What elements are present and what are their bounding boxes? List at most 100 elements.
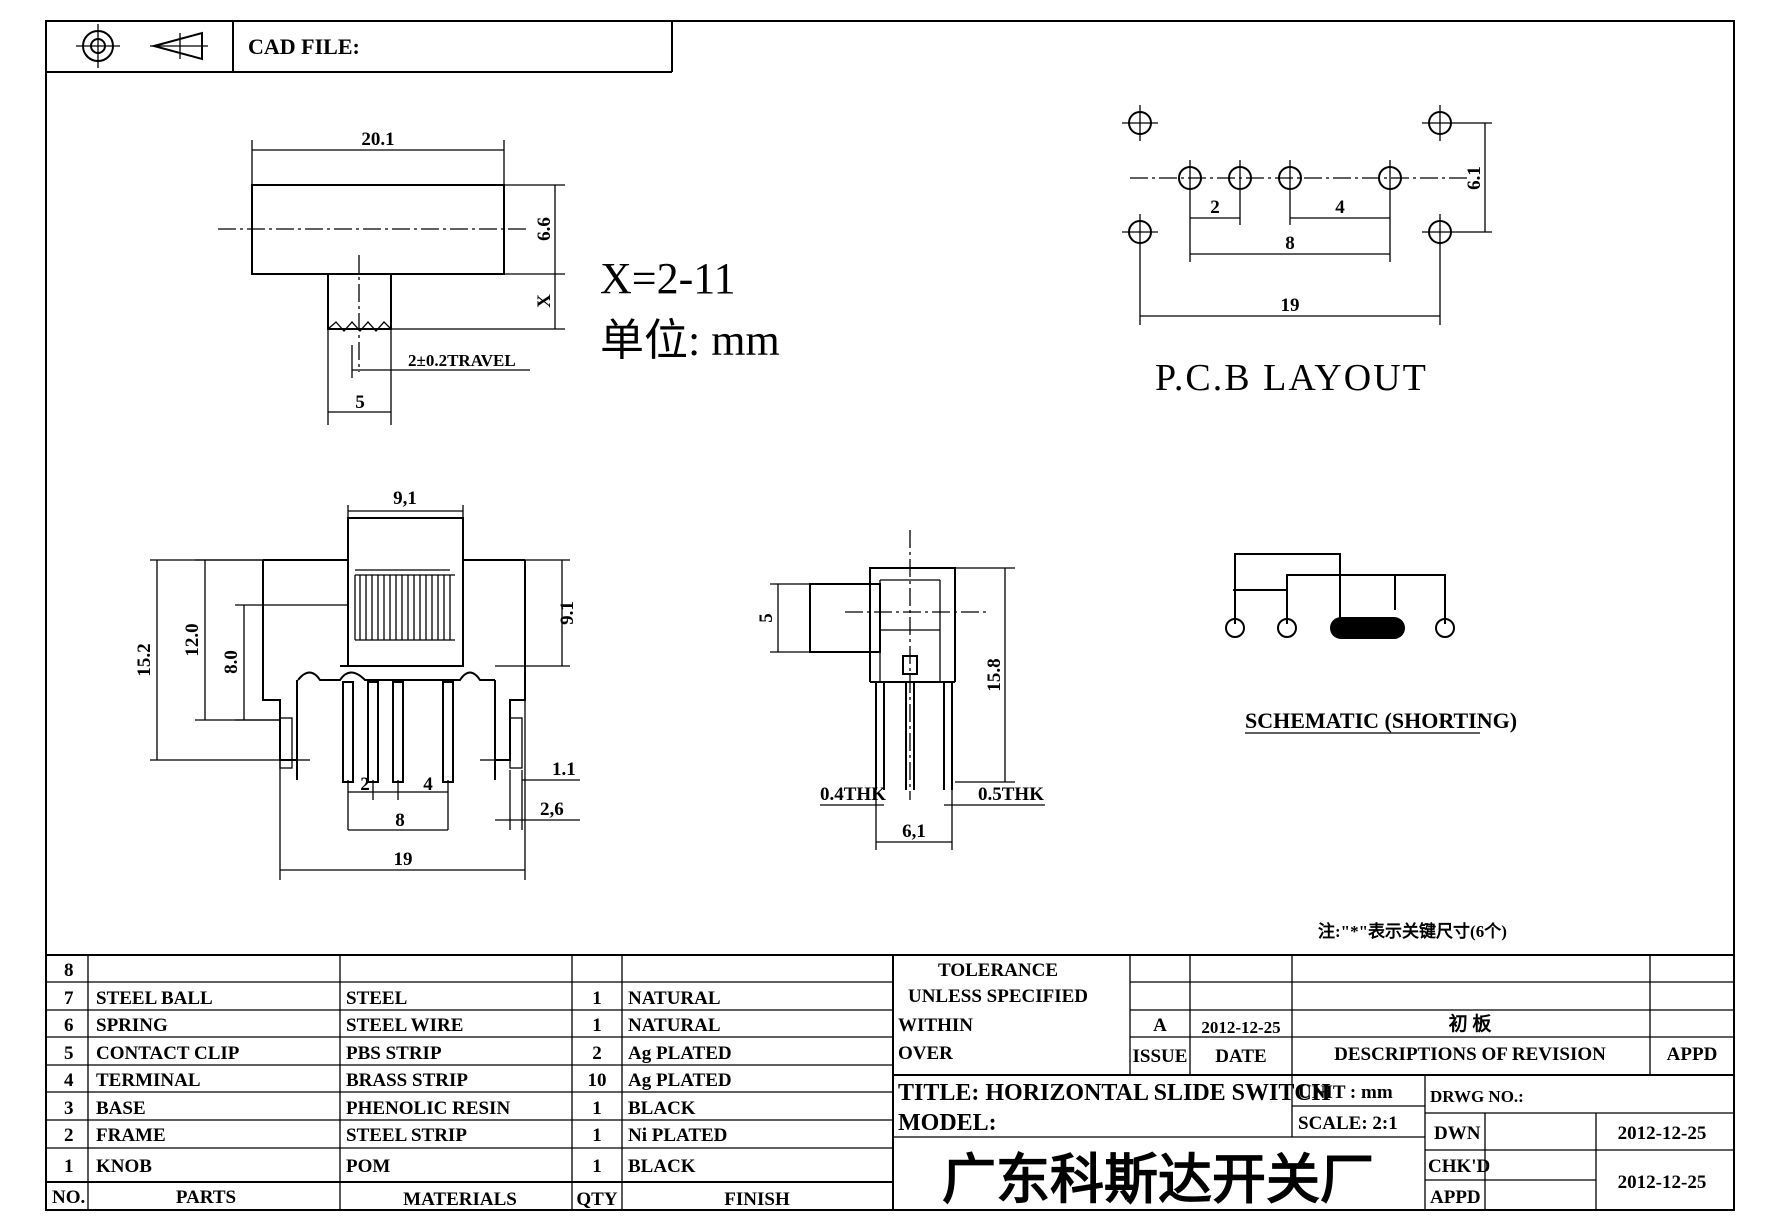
bom-header-qty: QTY xyxy=(576,1189,617,1210)
bom-part: CONTACT CLIP xyxy=(96,1043,240,1064)
bom-row-8: 8 xyxy=(64,960,74,981)
pcb-layout-title: P.C.B LAYOUT xyxy=(1155,357,1428,399)
end-width: 6,1 xyxy=(902,821,926,842)
key-dimension-note: 注:"*"表示关键尺寸(6个) xyxy=(1318,921,1507,941)
bom-qty: 2 xyxy=(592,1043,602,1064)
pcb-span-inner: 8 xyxy=(1285,233,1295,254)
bom-part: FRAME xyxy=(96,1125,166,1146)
model-label: MODEL: xyxy=(898,1110,997,1136)
bom-header-row: NO. PARTS MATERIALS QTY FINISH xyxy=(52,1187,790,1210)
bom-qty: 1 xyxy=(592,1125,602,1146)
bom-row-4: 4 TERMINAL BRASS STRIP 10 Ag PLATED xyxy=(64,1070,732,1091)
bom-no: 7 xyxy=(64,988,74,1009)
revision-date: 2012-12-25 xyxy=(1201,1018,1280,1037)
bom-row-7: 7 STEEL BALL STEEL 1 NATURAL xyxy=(64,988,721,1009)
front-knob-width: 9,1 xyxy=(393,488,417,509)
bom-header-finish: FINISH xyxy=(724,1189,790,1210)
bom-material: PBS STRIP xyxy=(346,1043,442,1064)
appd-label: APPD xyxy=(1667,1044,1718,1065)
bom-no: 6 xyxy=(64,1015,74,1036)
front-span-outer: 19 xyxy=(394,849,413,870)
schematic-diagram xyxy=(1225,553,1455,639)
bom-no: 5 xyxy=(64,1043,74,1064)
bom-part: BASE xyxy=(96,1098,146,1119)
drawing-title: TITLE: HORIZONTAL SLIDE SWITCH xyxy=(898,1080,1331,1106)
bom-header-material: MATERIALS xyxy=(403,1189,517,1210)
end-view xyxy=(770,530,1045,850)
chk-date: 2012-12-25 xyxy=(1618,1172,1707,1193)
drwg-no-label: DRWG NO.: xyxy=(1430,1087,1524,1106)
bom-finish: BLACK xyxy=(628,1156,696,1177)
unit-spec: 单位: mm xyxy=(600,316,780,365)
bom-table-grid xyxy=(46,954,1734,1210)
bom-qty: 1 xyxy=(592,1015,602,1036)
revision-description: 初 板 xyxy=(1449,1012,1493,1035)
side-width-dim: 20.1 xyxy=(361,129,394,150)
bom-header-part: PARTS xyxy=(176,1187,236,1208)
sheet-border xyxy=(45,20,1735,1211)
front-pitch-small: 2 xyxy=(360,774,370,795)
tolerance-over: OVER xyxy=(898,1043,953,1064)
chkd-label: CHK'D xyxy=(1428,1156,1490,1177)
dwn-date: 2012-12-25 xyxy=(1618,1123,1707,1144)
bom-no: 1 xyxy=(64,1156,74,1177)
pcb-row-spacing: 6.1 xyxy=(1464,166,1485,190)
bom-part: KNOB xyxy=(96,1156,152,1177)
bom-no: 3 xyxy=(64,1098,74,1119)
appd-sign-label: APPD xyxy=(1430,1187,1481,1208)
bom-finish: BLACK xyxy=(628,1098,696,1119)
end-knob-height: 5 xyxy=(756,613,777,623)
pcb-pitch-small: 2 xyxy=(1210,197,1220,218)
bom-material: BRASS STRIP xyxy=(346,1070,468,1091)
bom-material: POM xyxy=(346,1156,390,1177)
issue-label: ISSUE xyxy=(1133,1046,1188,1067)
pcb-span-outer: 19 xyxy=(1281,295,1300,316)
bom-row-1: 1 KNOB POM 1 BLACK xyxy=(64,1156,696,1177)
front-body-height: 12.0 xyxy=(182,623,203,656)
front-tab-offset: 2,6 xyxy=(540,799,564,820)
scale-label: SCALE: 2:1 xyxy=(1298,1113,1398,1134)
bom-part: STEEL BALL xyxy=(96,988,213,1009)
bom-row-3: 3 BASE PHENOLIC RESIN 1 BLACK xyxy=(64,1098,696,1119)
pcb-layout-drawing xyxy=(1122,105,1492,325)
bom-row-2: 2 FRAME STEEL STRIP 1 Ni PLATED xyxy=(64,1125,727,1146)
bom-finish: Ag PLATED xyxy=(628,1070,732,1091)
bom-part: SPRING xyxy=(96,1015,168,1036)
tolerance-label: TOLERANCE xyxy=(938,960,1058,981)
unit-label: UNIT : mm xyxy=(1298,1082,1393,1103)
bom-qty: 1 xyxy=(592,1156,602,1177)
bom-qty: 10 xyxy=(588,1070,607,1091)
side-view xyxy=(218,140,565,425)
bom-finish: Ni PLATED xyxy=(628,1125,727,1146)
end-left-thk: 0.4THK xyxy=(820,784,886,805)
cad-file-label: CAD FILE: xyxy=(248,34,360,59)
front-knob-height: 9.1 xyxy=(557,601,578,625)
side-knob-dim: X xyxy=(534,294,555,308)
front-frame-height: 8.0 xyxy=(221,650,242,674)
front-overall-height: 15.2 xyxy=(134,643,155,676)
bom-material: STEEL WIRE xyxy=(346,1015,463,1036)
bom-header-no: NO. xyxy=(52,1187,85,1208)
bom-row-6: 6 SPRING STEEL WIRE 1 NATURAL xyxy=(64,1015,721,1036)
title-block-grid xyxy=(893,955,1734,1210)
bom-part: TERMINAL xyxy=(96,1070,201,1091)
bom-material: STEEL xyxy=(346,988,407,1009)
knob-grip-lines xyxy=(355,574,455,641)
pcb-pitch-mid: 4 xyxy=(1335,197,1345,218)
side-knob-width: 5 xyxy=(355,392,365,413)
side-travel: 2±0.2TRAVEL xyxy=(408,351,516,370)
bom-finish: NATURAL xyxy=(628,1015,721,1036)
end-overall-height: 15.8 xyxy=(984,658,1005,691)
bom-material: PHENOLIC RESIN xyxy=(346,1098,510,1119)
schematic-label: SCHEMATIC (SHORTING) xyxy=(1245,708,1517,733)
bom-no: 2 xyxy=(64,1125,74,1146)
front-tab-width: 1.1 xyxy=(552,759,576,780)
end-right-thk: 0.5THK xyxy=(978,784,1044,805)
front-view xyxy=(150,505,580,880)
descriptions-label: DESCRIPTIONS OF REVISION xyxy=(1334,1044,1606,1065)
side-height-dim: 6.6 xyxy=(534,217,555,241)
date-label: DATE xyxy=(1215,1046,1266,1067)
company-name: 广东科斯达开关厂 xyxy=(942,1148,1374,1211)
bom-finish: Ag PLATED xyxy=(628,1043,732,1064)
